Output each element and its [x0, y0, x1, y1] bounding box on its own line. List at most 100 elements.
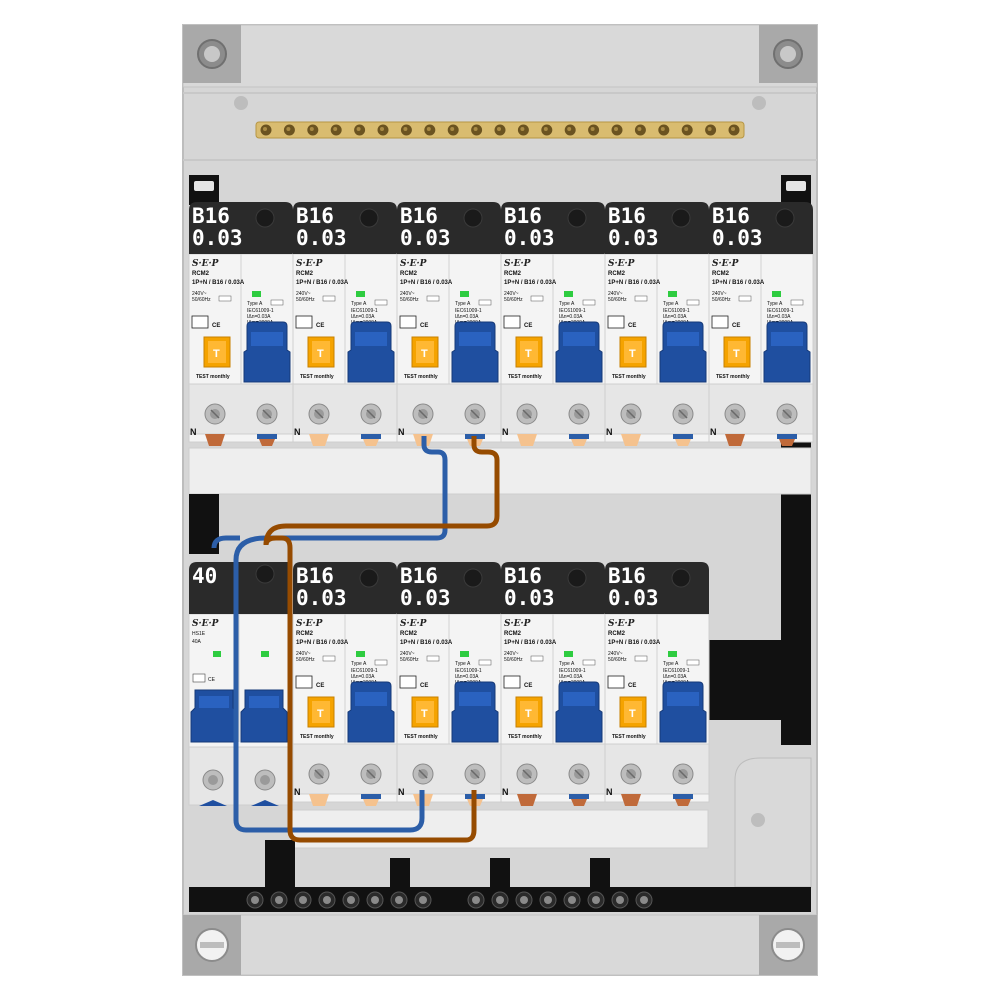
- ce-mark-icon: CE: [524, 683, 532, 689]
- enclosure-bottom-cover: [182, 914, 818, 976]
- rcbo-toggle-switch[interactable]: [451, 321, 499, 383]
- screw-head: [472, 896, 480, 904]
- rcbo-frequency: 50/60Hz: [504, 657, 523, 663]
- ce-mark-icon: CE: [316, 323, 324, 329]
- rcbo-toggle-switch[interactable]: [763, 321, 811, 383]
- rating-plate: [738, 295, 752, 302]
- rcbo-spec: 1P+N / B16 / 0.03A: [400, 640, 453, 646]
- test-monthly-label: TEST monthly: [196, 374, 230, 380]
- rcbo-frequency: 50/60Hz: [608, 297, 627, 303]
- neutral-label: N: [398, 427, 405, 437]
- rcbo-spec: 1P+N / B16 / 0.03A: [296, 640, 349, 646]
- cable-terminal: [779, 439, 795, 446]
- terminal-clamp: [199, 800, 227, 806]
- rcbo-voltage: 240V~: [400, 651, 415, 657]
- toggle-highlight: [249, 696, 279, 708]
- status-indicator: [668, 651, 677, 657]
- rcbo-frequency: 50/60Hz: [192, 297, 211, 303]
- ce-mark-icon: CE: [628, 323, 636, 329]
- screw-head: [616, 896, 624, 904]
- rcbo-toggle-switch[interactable]: [555, 321, 603, 383]
- main-switch-rating: 40: [192, 564, 217, 588]
- kema-mark-icon: [607, 315, 625, 329]
- busbar-screw-highlight: [380, 127, 384, 131]
- test-button-face: [624, 341, 642, 363]
- rcbo-voltage: 240V~: [504, 651, 519, 657]
- neutral-label: N: [190, 427, 197, 437]
- busbar-screw-highlight: [356, 127, 361, 131]
- rcbo-spec: 1P+N / B16 / 0.03A: [296, 280, 349, 286]
- rcbo-standard: IEC61009-1: [455, 308, 482, 314]
- screw-head: [299, 896, 307, 904]
- rating-plate: [582, 299, 596, 306]
- test-button-face: [520, 701, 538, 723]
- screw-slot: [574, 409, 584, 419]
- cable-terminal: [621, 434, 641, 446]
- rcbo-rating: B16: [608, 564, 646, 588]
- cable-terminal: [363, 799, 379, 806]
- mount-hole: [751, 813, 765, 827]
- rcbo-idn: IΔn=0.03A: [663, 314, 687, 320]
- status-indicator: [772, 291, 781, 297]
- rcbo-toggle-switch[interactable]: [451, 681, 499, 743]
- rcbo-standard: IEC61009-1: [559, 308, 586, 314]
- live-wire-feed: [263, 535, 477, 843]
- rating-plate: [634, 655, 648, 662]
- test-monthly-label: TEST monthly: [300, 374, 334, 380]
- terminal-housing: [708, 383, 814, 435]
- terminal-rail-post: [390, 858, 410, 888]
- rcbo-voltage: 240V~: [296, 651, 311, 657]
- rcbo-idn: IΔn=0.03A: [663, 674, 687, 680]
- brand-logo: S·E·P: [296, 619, 323, 629]
- toggle-highlight: [667, 692, 699, 706]
- brand-logo: S·E·P: [400, 259, 427, 269]
- busbar-screw-highlight: [567, 127, 572, 131]
- rcbo-sensitivity: 0.03: [400, 226, 451, 250]
- kema-mark-icon: [295, 675, 313, 689]
- neutral-label: N: [502, 787, 509, 797]
- rcbo-toggle-switch[interactable]: [555, 681, 603, 743]
- ce-mark-icon: CE: [316, 683, 324, 689]
- screw-slot: [574, 769, 584, 779]
- rcbo-toggle-switch[interactable]: [659, 681, 707, 743]
- rcbo-sensitivity: 0.03: [504, 226, 555, 250]
- test-button-face: [416, 701, 434, 723]
- rcbo-frequency: 50/60Hz: [400, 657, 419, 663]
- cable-terminal: [259, 439, 275, 446]
- cert-mark-icon: [192, 673, 206, 683]
- rcbo-toggle-switch[interactable]: [347, 681, 395, 743]
- rcbo-type: Type A: [455, 301, 471, 307]
- rcbo-standard: IEC61009-1: [663, 668, 690, 674]
- mount-hole: [234, 96, 248, 110]
- screw-slot: [366, 409, 376, 419]
- rcbo-toggle-switch[interactable]: [243, 321, 291, 383]
- terminal-housing: [604, 743, 710, 795]
- terminal-clamp: [251, 800, 279, 806]
- rcbo-toggle-switch[interactable]: [659, 321, 707, 383]
- rcbo-sensitivity: 0.03: [608, 586, 659, 610]
- rating-plate: [322, 295, 336, 302]
- rcbo-model: RCM2: [400, 631, 418, 637]
- rcbo-frequency: 50/60Hz: [400, 297, 419, 303]
- rcbo-type: Type A: [351, 661, 367, 667]
- rcbo-sensitivity: 0.03: [608, 226, 659, 250]
- terminal-housing: [500, 383, 606, 435]
- test-button-label: T: [525, 708, 532, 720]
- status-indicator: [564, 651, 573, 657]
- toggle-highlight: [459, 332, 491, 346]
- rcbo-toggle-switch[interactable]: [347, 321, 395, 383]
- cable-terminal: [571, 439, 587, 446]
- cable-terminal: [517, 434, 537, 446]
